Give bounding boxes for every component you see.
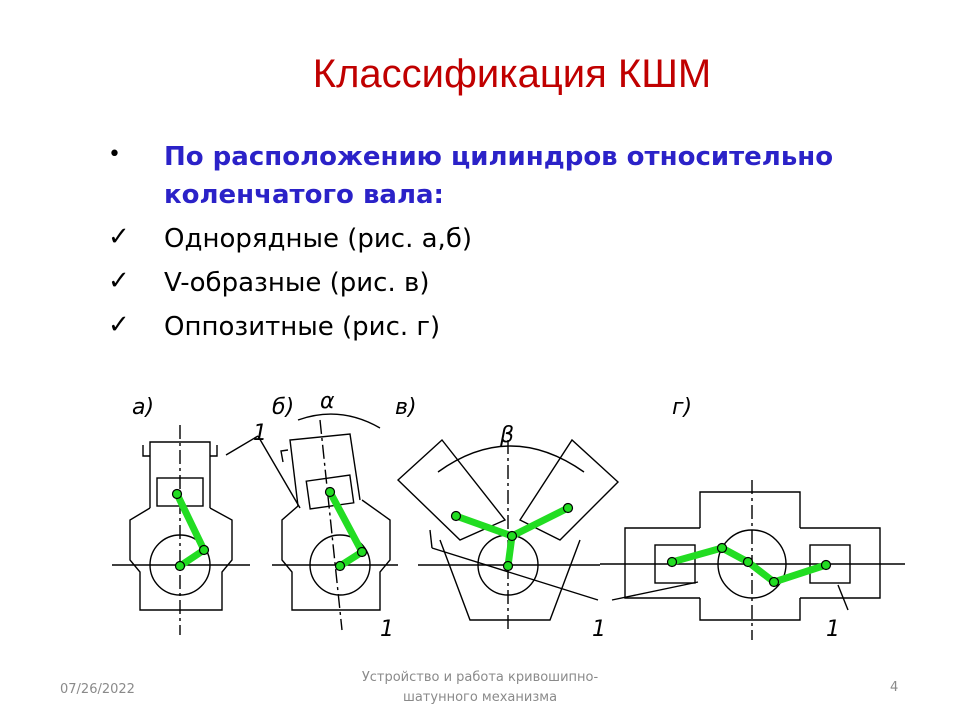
list-item-text: Однорядные (рис. а,б)	[164, 224, 473, 254]
checkmark-icon: ✓	[108, 310, 130, 340]
footer-title: Устройство и работа кривошипно-шатунного…	[361, 670, 599, 705]
part-number: 1	[592, 617, 606, 642]
figure-label-v: в)	[395, 395, 417, 420]
list-item: ✓ V-образные (рис. в)	[108, 264, 908, 302]
footer-date: 07/26/2022	[60, 682, 135, 697]
linkage-joints	[171, 486, 832, 588]
page-number: 4	[890, 680, 899, 695]
bullet-heading: • По расположению цилиндров относительно…	[108, 138, 908, 214]
diagram-outlines	[112, 413, 905, 640]
figure-label-a: а)	[132, 395, 154, 420]
part-number: 1	[380, 617, 394, 642]
linkage-lines	[173, 488, 830, 586]
slide-title: Классификация КШМ	[312, 52, 712, 96]
beta-label: β	[499, 423, 514, 448]
figure-label-g: г)	[672, 395, 692, 420]
bullet-heading-text: По расположению цилиндров относительно к…	[164, 142, 834, 210]
crank-mechanism-diagram: а) б) α в) β г) 1 1 1 1	[112, 389, 905, 642]
list-item-text: V-образные (рис. в)	[164, 268, 430, 298]
content-list: • По расположению цилиндров относительно…	[108, 138, 908, 346]
figure-b	[225, 413, 398, 631]
alpha-label: α	[320, 389, 335, 414]
checkmark-icon: ✓	[108, 222, 130, 252]
bullet-icon: •	[108, 142, 121, 167]
figure-label-b: б)	[272, 395, 294, 420]
list-item: ✓ Оппозитные (рис. г)	[108, 308, 908, 346]
list-item-text: Оппозитные (рис. г)	[164, 312, 441, 342]
checkmark-icon: ✓	[108, 266, 130, 296]
part-number: 1	[253, 421, 267, 446]
part-number: 1	[826, 617, 840, 642]
figure-a	[112, 425, 250, 635]
list-item: ✓ Однорядные (рис. а,б)	[108, 220, 908, 258]
